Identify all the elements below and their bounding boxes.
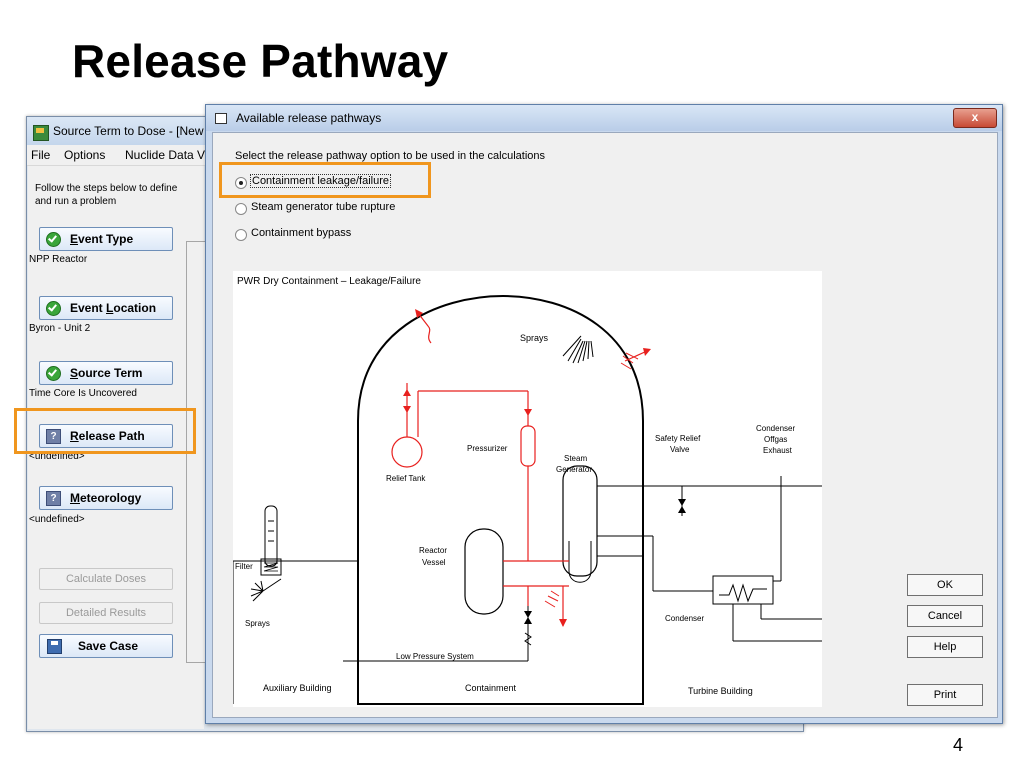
- label-steam: Steam: [564, 454, 587, 463]
- event-location-status: Byron - Unit 2: [29, 323, 91, 334]
- event-type-status: NPP Reactor: [29, 254, 88, 265]
- reactor-vessel: [464, 528, 504, 615]
- detailed-results-button[interactable]: Detailed Results: [39, 602, 173, 624]
- source-term-button[interactable]: Source Term: [39, 361, 173, 385]
- event-location-button[interactable]: Event Location: [39, 296, 173, 320]
- pwr-diagram: PWR Dry Containment – Leakage/Failure Sp…: [233, 271, 822, 707]
- label-pressurizer: Pressurizer: [467, 444, 508, 453]
- meteorology-status: <undefined>: [29, 514, 85, 525]
- menu-nuclide-data[interactable]: Nuclide Data Vi: [125, 148, 208, 162]
- check-icon: [46, 232, 61, 247]
- release-path-button[interactable]: ? Release Path: [39, 424, 173, 448]
- app-icon: [33, 125, 49, 141]
- question-icon: ?: [46, 491, 61, 506]
- pwr-schematic: PWR Dry Containment – Leakage/Failure Sp…: [233, 276, 822, 705]
- radio-icon: [235, 203, 247, 215]
- steam-generator: [562, 465, 598, 577]
- label-relief-tank: Relief Tank: [386, 474, 426, 483]
- window-title: Source Term to Dose - [New C: [53, 124, 216, 138]
- dialog-title: Available release pathways: [236, 111, 382, 125]
- source-term-status: Time Core Is Uncovered: [29, 388, 137, 399]
- label-aux-building: Auxiliary Building: [263, 683, 332, 693]
- label-generator: Generator: [556, 465, 592, 474]
- filter: [260, 558, 282, 576]
- label-reactor: Reactor: [419, 546, 447, 555]
- menu-options[interactable]: Options: [64, 148, 106, 162]
- label-vessel: Vessel: [422, 558, 446, 567]
- slide-title: Release Pathway: [72, 35, 449, 87]
- question-icon: ?: [46, 429, 61, 444]
- calculate-doses-button[interactable]: Calculate Doses: [39, 568, 173, 590]
- relief-tank: [391, 436, 423, 468]
- label-turbine-building: Turbine Building: [688, 686, 753, 696]
- help-button[interactable]: Help: [907, 636, 983, 658]
- label-offgas: Offgas: [764, 435, 787, 444]
- release-path-status: <undefined>: [29, 451, 85, 462]
- stack: [264, 505, 278, 567]
- dialog-titlebar: Available release pathways x: [206, 105, 1002, 131]
- floppy-icon: [47, 639, 62, 654]
- containment-dome: [357, 294, 644, 705]
- label-safety-relief: Safety Relief: [655, 434, 701, 443]
- pathway-prompt: Select the release pathway option to be …: [235, 150, 546, 162]
- label-filter: Filter: [235, 562, 253, 571]
- label-exhaust: Exhaust: [763, 446, 793, 455]
- condenser: [712, 575, 774, 605]
- ok-button[interactable]: OK: [907, 574, 983, 596]
- menu-file[interactable]: File: [31, 148, 51, 162]
- check-icon: [46, 366, 61, 381]
- event-type-button[interactable]: Event Type: [39, 227, 173, 251]
- page-number: 4: [953, 735, 964, 755]
- label-valve: Valve: [670, 445, 690, 454]
- window-icon: [215, 113, 227, 124]
- release-path-highlight: [14, 408, 196, 454]
- steps-panel: Follow the steps below to define and run…: [28, 166, 204, 729]
- cancel-button[interactable]: Cancel: [907, 605, 983, 627]
- sprays-top-icon: [562, 335, 594, 364]
- diagram-title: PWR Dry Containment – Leakage/Failure: [237, 276, 421, 287]
- radio-selected-icon: [235, 177, 247, 189]
- check-icon: [46, 301, 61, 316]
- option-highlight: [219, 162, 431, 198]
- pressurizer: [520, 425, 536, 467]
- meteorology-button[interactable]: ? Meteorology: [39, 486, 173, 510]
- dialog-body: Select the release pathway option to be …: [212, 132, 998, 718]
- instructions-text: Follow the steps below to define and run…: [35, 183, 178, 207]
- close-button[interactable]: x: [953, 108, 997, 128]
- label-sprays-top: Sprays: [520, 333, 549, 343]
- label-sprays-aux: Sprays: [245, 619, 270, 628]
- save-case-button[interactable]: Save Case: [39, 634, 173, 658]
- release-pathways-dialog: Available release pathways x Select the …: [205, 104, 1003, 724]
- label-condenser-offgas: Condenser: [756, 424, 795, 433]
- sprays-aux-icon: [250, 578, 282, 602]
- radio-icon: [235, 229, 247, 241]
- label-containment: Containment: [465, 683, 517, 693]
- label-condenser: Condenser: [665, 614, 704, 623]
- print-button[interactable]: Print: [907, 684, 983, 706]
- label-low-pressure: Low Pressure System: [396, 652, 474, 661]
